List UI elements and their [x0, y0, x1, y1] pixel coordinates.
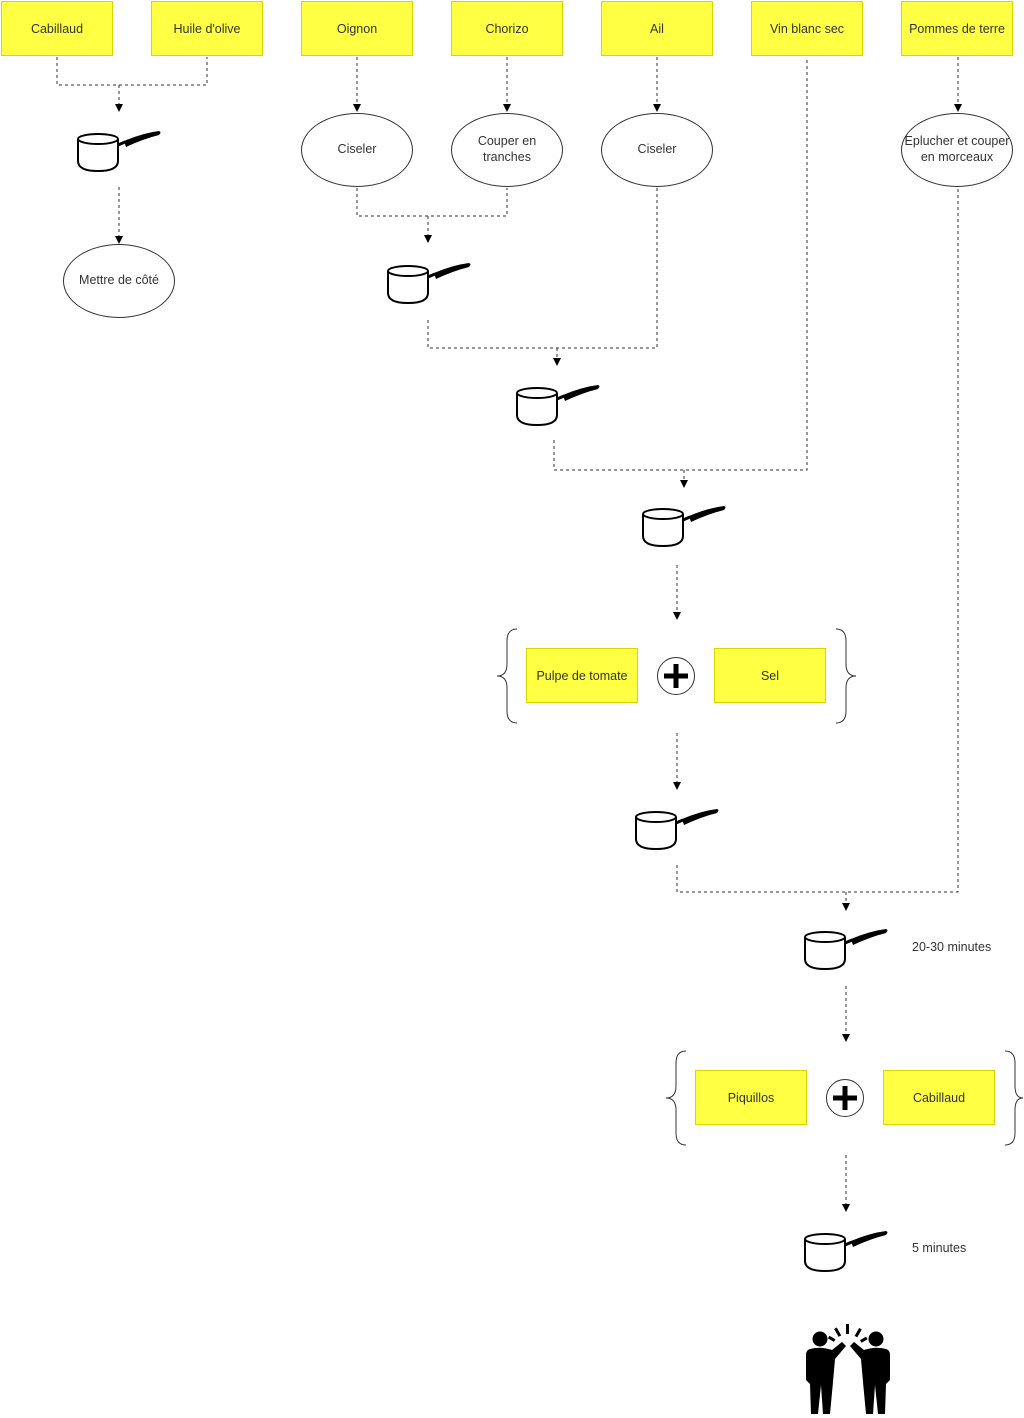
ingredient-label: Ail: [650, 21, 664, 36]
brace-left-group1: [496, 628, 518, 724]
saucepan-icon: [516, 385, 600, 427]
ingredient-vin-blanc: Vin blanc sec: [751, 1, 863, 56]
arrowhead: [115, 104, 123, 112]
saucepan-icon: [804, 1231, 888, 1273]
ingredient-label: Cabillaud: [912, 1090, 966, 1105]
arrowhead: [680, 480, 688, 488]
arrowhead: [842, 1204, 850, 1212]
ingredient-chorizo: Chorizo: [451, 1, 563, 56]
edge-pot2-pot3: [427, 188, 658, 349]
ingredient-label: Oignon: [336, 21, 378, 36]
ingredient-piquillos: Piquillos: [695, 1070, 807, 1125]
ingredient-label: Vin blanc sec: [769, 21, 845, 36]
step-ciseler-ail: Ciseler: [601, 113, 713, 187]
duration-note: 20-30 minutes: [912, 940, 992, 954]
ingredient-label: Pulpe de tomate: [536, 668, 628, 683]
ingredient-pommes-de-terre: Pommes de terre: [901, 1, 1013, 56]
step-mettre-de-cote: Mettre de côté: [63, 244, 175, 318]
step-label: Mettre de côté: [79, 273, 159, 288]
saucepan-icon: [804, 929, 888, 971]
saucepan-icon: [77, 131, 161, 173]
arrowhead: [673, 782, 681, 790]
arrowhead: [115, 236, 123, 244]
brace-left-group2: [665, 1050, 687, 1146]
step-eplucher: Eplucher et couper en morceaux: [901, 113, 1013, 187]
edge-cabillaud-pot1: [56, 57, 208, 86]
saucepan-icon: [387, 263, 471, 305]
step-couper-chorizo: Couper en tranches: [451, 113, 563, 187]
arrowhead: [353, 104, 361, 112]
high-five-icon: [806, 1324, 890, 1414]
step-ciseler-oignon: Ciseler: [301, 113, 413, 187]
arrowhead: [954, 104, 962, 112]
ingredient-label: Pommes de terre: [909, 21, 1005, 36]
ingredient-oignon: Oignon: [301, 1, 413, 56]
duration-note: 5 minutes: [912, 1241, 967, 1255]
ingredient-label: Cabillaud: [30, 21, 84, 36]
ingredient-huile-olive: Huile d'olive: [151, 1, 263, 56]
ingredient-label: Piquillos: [727, 1090, 775, 1105]
step-label: Eplucher et couper en morceaux: [904, 134, 1010, 164]
ingredient-label: Sel: [760, 668, 780, 683]
ingredient-label: Huile d'olive: [173, 21, 241, 36]
brace-right-group2: [1004, 1050, 1024, 1146]
ingredient-sel: Sel: [714, 648, 826, 703]
edge-ciseler-couper-merge: [356, 188, 508, 217]
step-label: Ciseler: [637, 142, 677, 157]
ingredient-ail: Ail: [601, 1, 713, 56]
ingredient-label: Chorizo: [485, 21, 529, 36]
arrowhead: [553, 358, 561, 366]
edge-pot3-pot4: [553, 57, 808, 471]
plus-icon: [657, 657, 695, 695]
arrowhead: [842, 903, 850, 911]
step-label: Couper en tranches: [477, 134, 537, 164]
ingredient-cabillaud-final: Cabillaud: [883, 1070, 995, 1125]
brace-right-group1: [835, 628, 857, 724]
arrowhead: [503, 104, 511, 112]
step-label: Ciseler: [337, 142, 377, 157]
arrowhead: [842, 1034, 850, 1042]
arrowhead: [424, 235, 432, 243]
plus-icon: [826, 1079, 864, 1117]
saucepan-icon: [635, 809, 719, 851]
edge-pot5-pot6: [676, 188, 959, 893]
ingredient-cabillaud: Cabillaud: [1, 1, 113, 56]
arrowhead: [653, 104, 661, 112]
ingredient-pulpe-tomate: Pulpe de tomate: [526, 648, 638, 703]
arrowhead: [673, 612, 681, 620]
saucepan-icon: [642, 506, 726, 548]
